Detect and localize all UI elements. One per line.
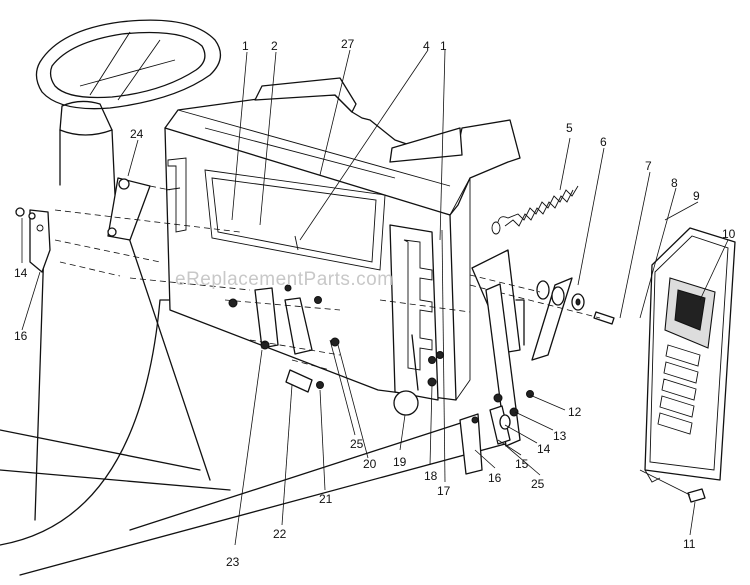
callout-23: 23 — [226, 555, 240, 569]
callout-14-left: 14 — [14, 266, 28, 280]
callout-6: 6 — [600, 135, 607, 149]
shift-gate-slots — [389, 224, 439, 401]
side-cover-plate — [639, 227, 736, 503]
callout-leaders — [21, 49, 729, 546]
callout-19: 19 — [393, 455, 407, 469]
callout-4: 4 — [423, 39, 430, 53]
callout-15: 15 — [515, 457, 529, 471]
callout-17: 17 — [437, 484, 451, 498]
callout-25-right: 25 — [531, 477, 545, 491]
callout-11: 11 — [683, 537, 696, 551]
watermark: eReplacementParts.com — [175, 269, 394, 290]
callout-numbers: 1 2 27 4 1 5 6 7 8 9 10 24 14 16 12 13 1… — [14, 37, 736, 569]
dash-panel-housing — [164, 77, 521, 401]
callout-9: 9 — [693, 189, 700, 203]
floor-lines — [0, 299, 521, 576]
callout-10: 10 — [722, 227, 736, 241]
callout-18: 18 — [424, 469, 438, 483]
callout-2: 2 — [271, 39, 278, 53]
callout-20: 20 — [363, 457, 377, 471]
callout-16-left: 16 — [14, 329, 28, 343]
callout-12: 12 — [568, 405, 582, 419]
callout-14-right: 14 — [537, 442, 551, 456]
left-lever-assembly — [15, 177, 241, 277]
center-linkage-parts — [129, 235, 341, 393]
callout-8: 8 — [671, 176, 678, 190]
callout-16-right: 16 — [488, 471, 502, 485]
spring-linkage — [459, 185, 615, 475]
throttle-lever-knob — [379, 299, 471, 416]
callout-21: 21 — [319, 492, 333, 506]
callout-5: 5 — [566, 121, 573, 135]
callout-22: 22 — [273, 527, 287, 541]
callout-13: 13 — [553, 429, 567, 443]
callout-24: 24 — [130, 127, 144, 141]
callout-1-left: 1 — [242, 39, 249, 53]
callout-1-right: 1 — [440, 39, 447, 53]
callout-27: 27 — [341, 37, 355, 51]
callout-7: 7 — [645, 159, 652, 173]
callout-25-left: 25 — [350, 437, 364, 451]
